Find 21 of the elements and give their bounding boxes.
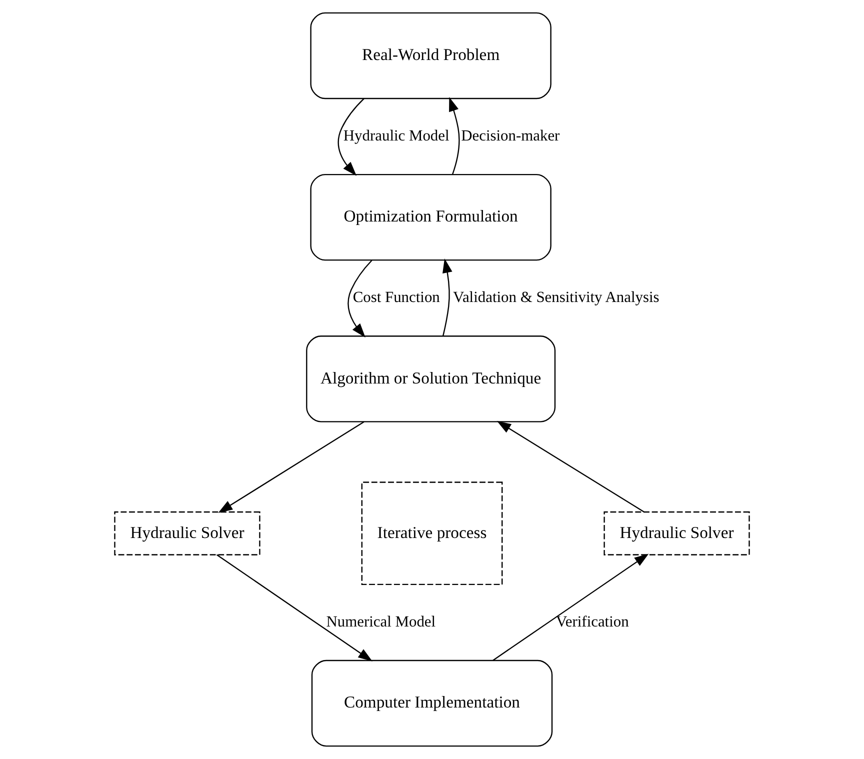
node-box: Iterative process [361, 482, 503, 586]
arrow [216, 554, 372, 662]
edge-label: Numerical Model [326, 614, 436, 631]
arrow [338, 98, 364, 176]
edge-label: Decision-maker [461, 128, 560, 145]
edge-label: Cost Function [352, 289, 440, 306]
arrow [492, 554, 649, 661]
node-box: Optimization Formulation [310, 174, 552, 261]
node-box: Computer Implementation [311, 660, 553, 747]
arrow [449, 97, 460, 174]
arrow [496, 420, 644, 512]
edge-label: Validation & Sensitivity Analysis [453, 289, 660, 306]
arrow [218, 421, 364, 513]
arrow [348, 260, 372, 338]
edge-label: Verification [556, 614, 629, 631]
node-box: Algorithm or Solution Technique [306, 336, 556, 422]
node-box: Hydraulic Solver [604, 511, 750, 556]
arrow [442, 258, 452, 336]
node-box: Hydraulic Solver [114, 511, 260, 556]
edge-label: Hydraulic Model [343, 128, 450, 145]
node-box: Real-World Problem [310, 12, 552, 100]
